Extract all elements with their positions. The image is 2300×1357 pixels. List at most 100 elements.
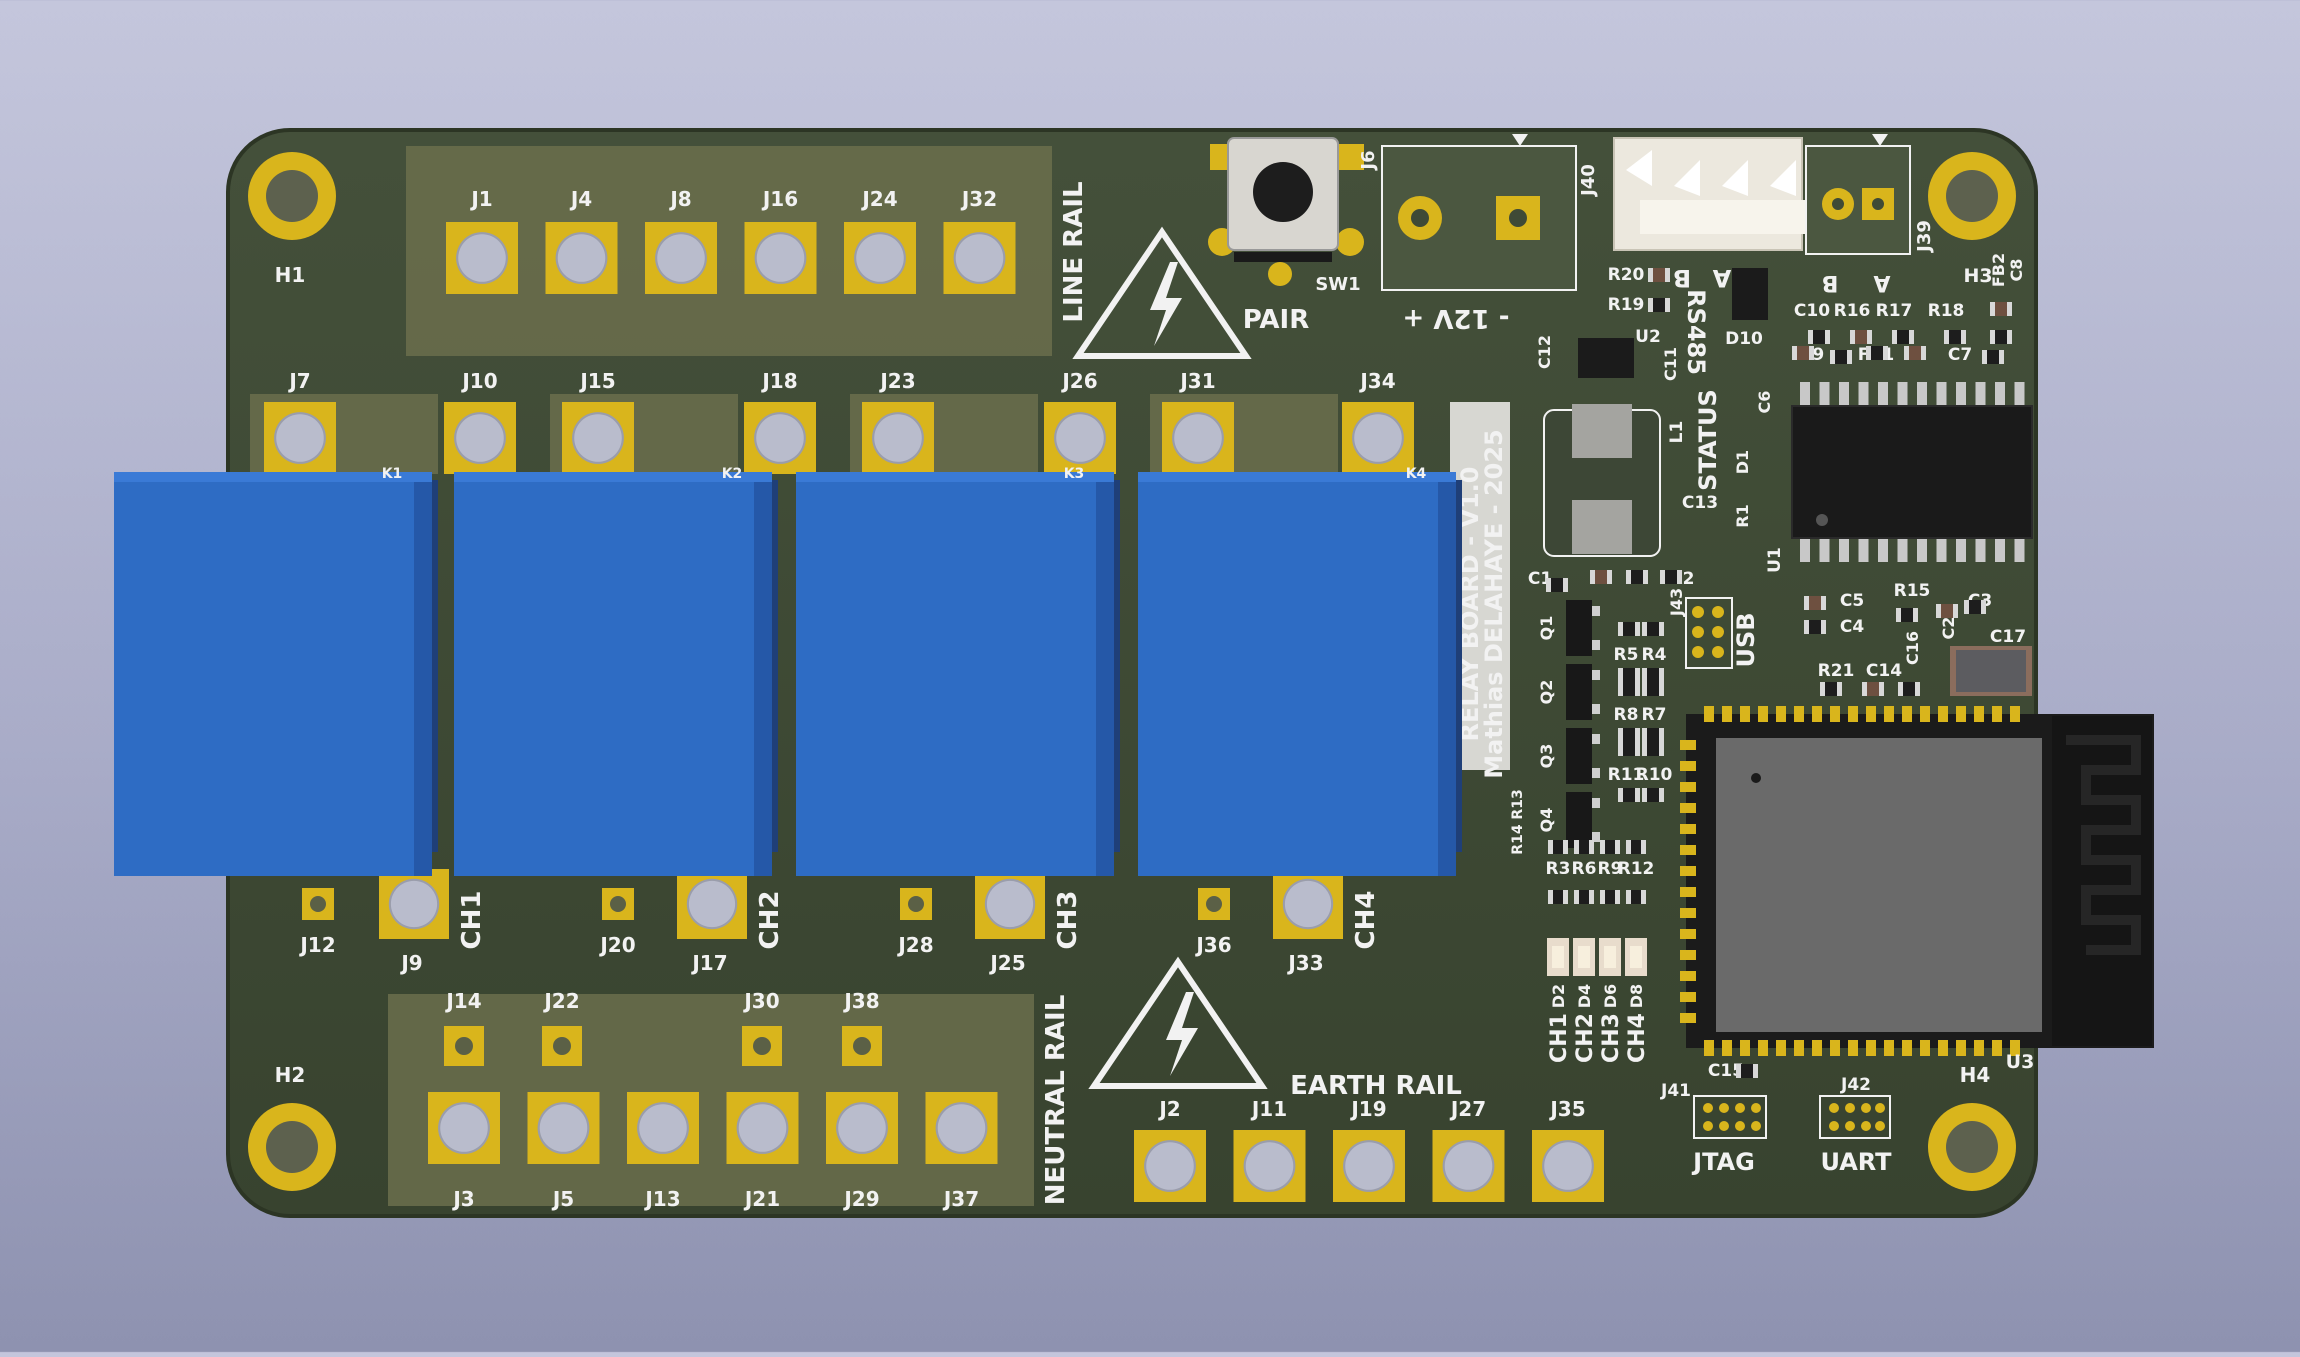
transistor-label-q3: Q3 [1537,744,1556,769]
relay-label-k4: K4 [1406,466,1427,482]
resistor [1618,788,1640,802]
pair-switch-sw1 [1208,137,1364,286]
u1-pin [1936,382,1947,408]
u3-pin [2010,706,2020,722]
u3-pin [1794,706,1804,722]
u1-pin [1975,382,1986,408]
sw1-label: SW1 [1315,274,1360,295]
resistor [1574,890,1594,904]
pad-label-j22: J22 [542,989,579,1013]
pad-label-j18: J18 [760,369,797,393]
u1-pin [1917,382,1927,408]
smd-c15-label: C15 [1708,1061,1744,1081]
u3-pin [1740,1040,1750,1056]
relay-label-k1: K1 [382,466,403,482]
pad-j29 [826,1092,898,1164]
u3-pin [1680,992,1696,1002]
u3-pin [1902,1040,1912,1056]
smd-component [1862,682,1884,696]
pad-label-j25: J25 [988,951,1025,975]
transistor-label-q2: Q2 [1537,680,1556,705]
pad-label-j14: J14 [444,989,481,1013]
u1-pin [1995,536,2005,562]
uart-label: UART [1820,1148,1892,1176]
j41-label: J41 [1660,1081,1691,1101]
resistor-label-r12: R12 [1618,859,1655,879]
pad-j24 [844,222,916,294]
pad-j23 [862,402,934,474]
pad-j17 [677,869,747,939]
resistor-label-r5: R5 [1614,645,1639,665]
pad-j3 [428,1092,500,1164]
smd-component [1990,302,2012,316]
pad-j25 [975,869,1045,939]
j42-label: J42 [1840,1075,1871,1095]
smd-component [1820,682,1842,696]
u3-pin [1704,1040,1714,1056]
pad-j34 [1342,402,1414,474]
pad-j22 [542,1026,582,1066]
pad-label-j13: J13 [643,1187,680,1211]
resistor [1600,840,1620,854]
neutral-rail-label: NEUTRAL RAIL [1041,995,1071,1206]
rs485-label: RS485 [1682,289,1710,375]
smd-component [1898,682,1920,696]
pad-label-j11: J11 [1250,1097,1287,1121]
h2-label: H2 [275,1063,306,1087]
u1-pin [1917,536,1927,562]
pad-j15 [562,402,634,474]
smd-component [1866,346,1888,360]
smd-component [1944,330,1966,344]
pad-j32 [943,222,1016,294]
smd-component [1964,600,1986,614]
resistor [1642,668,1664,682]
channel-label-1: CH1 [457,891,487,950]
u3-pin [1956,1040,1966,1056]
u3-pin [1812,706,1822,722]
pad-j35 [1532,1130,1604,1202]
resistor-label-r4: R4 [1642,645,1667,665]
u3-pin [1722,1040,1732,1056]
u1-pin [1819,536,1830,562]
u2-chip [1578,338,1634,378]
pad-j31 [1162,402,1234,474]
pad-label-j7: J7 [287,369,310,393]
transistor-q2: Q2 [1537,664,1600,720]
pad-j37 [925,1092,998,1164]
h4-label: H4 [1960,1063,1991,1087]
u1-pin [1839,536,1849,562]
j43-label: J43 [1667,588,1686,617]
u3-pin [1974,1040,1984,1056]
channel-label-2: CH2 [755,891,785,950]
pad-label-j2: J2 [1157,1097,1180,1121]
pad-j10 [444,402,516,474]
pad-label-j12: J12 [298,933,335,957]
u1-pin [1800,536,1810,562]
u3-pin [1848,1040,1858,1056]
h1-label: H1 [275,263,306,287]
pad-j13 [627,1092,699,1164]
pad-label-j21: J21 [743,1187,780,1211]
j39-connector [1805,145,1911,255]
resistor-label-r7: R7 [1642,705,1667,725]
pad-j18 [744,402,816,474]
uart-header-j42 [1819,1095,1891,1139]
smd-component [1804,596,1826,610]
smd-component [1546,578,1568,592]
j39-label: J39 [1914,220,1935,254]
pad-label-j36: J36 [1194,933,1231,957]
pad-label-j19: J19 [1349,1097,1386,1121]
led-label-d8: D8 [1627,984,1646,1008]
smd-component [1648,298,1670,312]
smd-r20-label: R20 [1608,265,1645,285]
u3-pin [1974,706,1984,722]
smd-component [1626,570,1648,584]
u3-pin [1680,908,1696,918]
